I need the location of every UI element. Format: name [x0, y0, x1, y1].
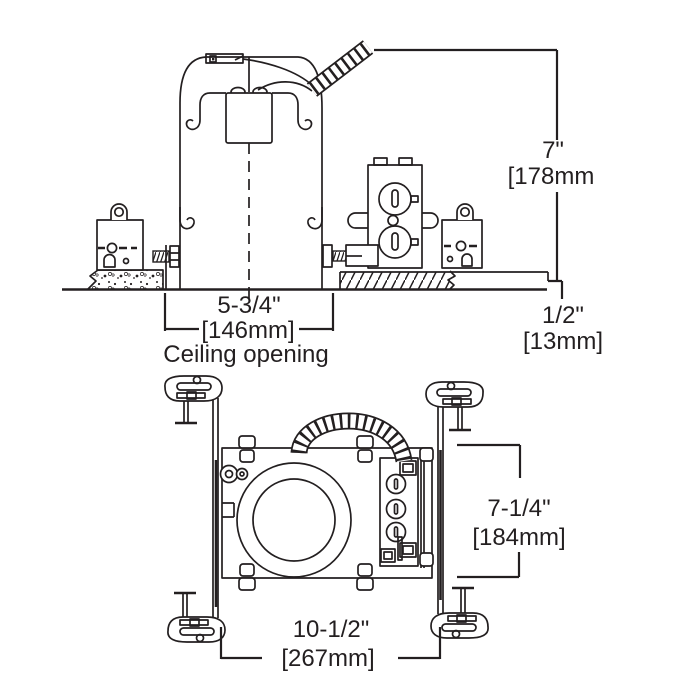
dim-width-mm: [267mm] [281, 645, 374, 672]
mounting-bracket-right [441, 203, 483, 269]
butterfly-clamp-top-right [425, 381, 484, 408]
dimension-depth: 7-1/4" [184mm] [457, 443, 566, 579]
dimension-height: 7" [178mm [374, 48, 595, 281]
dim-opening-mm: [146mm] [201, 317, 294, 344]
keyhole-tab [456, 203, 474, 220]
nail-bottom-right [452, 586, 474, 613]
can-opening-inner [252, 478, 336, 562]
junction-box-side [347, 157, 439, 269]
dim-recess-inches: 1/2" [542, 302, 584, 329]
junction-box-plan [379, 447, 434, 568]
hanger-rail-left [212, 398, 219, 618]
wires [242, 58, 314, 92]
butterfly-clamp-bottom-left [167, 616, 226, 643]
butterfly-clamp-top-left [164, 375, 223, 402]
ceiling-opening-caption: Ceiling opening [163, 341, 328, 368]
knockout-bottom [378, 225, 419, 259]
dim-opening-inches: 5-3/4" [217, 292, 280, 319]
pan-slot [222, 502, 235, 518]
lamp-socket [185, 86, 313, 144]
dim-depth-inches: 7-1/4" [487, 495, 550, 522]
hanger-bar-screw [387, 214, 399, 227]
top-strap [205, 53, 244, 64]
dim-width-inches: 10-1/2" [293, 616, 370, 643]
dim-height-mm: [178mm [508, 163, 595, 190]
side-view: 7" [178mm 1/2" [13mm] 5-3/4" [146mm] Cei… [62, 40, 603, 368]
adjustment-screw [219, 464, 249, 484]
dim-recess-mm: [13mm] [523, 328, 603, 355]
spring-hook-right [307, 207, 323, 230]
drywall-ceiling-section [339, 270, 564, 299]
clamp-screw-left [152, 245, 180, 268]
flex-conduit [306, 40, 374, 97]
half-inch-step [548, 279, 564, 299]
knockout-top [378, 182, 419, 216]
plaster-ceiling-section [87, 269, 164, 290]
flex-conduit-plan [290, 412, 413, 464]
dim-height-inches: 7" [542, 137, 564, 164]
dim-depth-mm: [184mm] [472, 524, 565, 551]
hanger-rail-right [437, 406, 444, 614]
clamp-screw-right [322, 244, 379, 268]
dimension-width: 10-1/2" [267mm] [219, 616, 442, 672]
dimension-recess: 1/2" [13mm] [523, 302, 603, 355]
keyhole-tab [110, 203, 128, 220]
can-outline [179, 56, 323, 289]
nail-top-left [175, 401, 197, 425]
dimension-ceiling-opening: 5-3/4" [146mm] Ceiling opening [163, 292, 335, 368]
knockouts-plan [385, 473, 407, 543]
plan-view: 7-1/4" [184mm] 10-1/2" [267mm] [164, 375, 566, 672]
mounting-bracket-left [96, 203, 144, 271]
nail-bottom-left [174, 591, 196, 617]
can-housing [165, 53, 323, 298]
nail-top-right [449, 407, 471, 432]
break-symbol [447, 270, 456, 290]
spring-hook-left [179, 207, 195, 230]
